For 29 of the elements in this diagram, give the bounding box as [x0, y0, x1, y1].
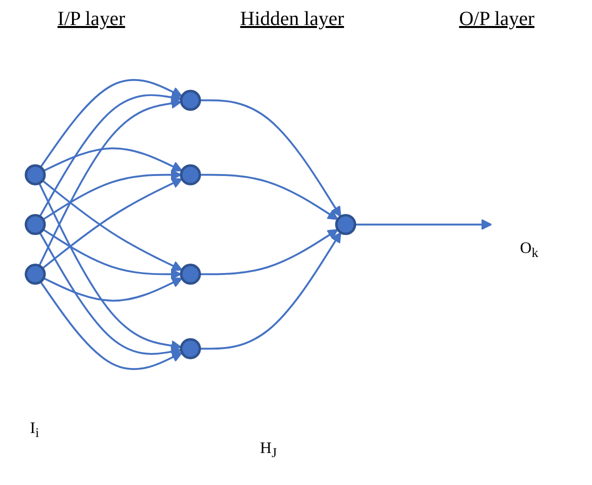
layer-title: I/P layer	[58, 8, 126, 31]
arrow	[354, 220, 492, 230]
node-circle	[24, 214, 46, 236]
arrow	[200, 100, 342, 218]
node-circle	[180, 338, 202, 360]
symbol-label: H$_{J}$	[260, 440, 277, 462]
arrow	[40, 282, 183, 370]
symbol-label: I$_{i}$	[30, 420, 40, 442]
arrow	[39, 92, 182, 218]
arrow	[40, 80, 183, 168]
arrow	[43, 148, 183, 172]
arrow	[38, 98, 182, 267]
node-circle	[180, 164, 202, 186]
arrow	[39, 232, 182, 358]
layer-title: O/P layer	[459, 8, 534, 31]
arrow	[38, 183, 182, 352]
arrow	[42, 170, 182, 221]
arrow	[200, 230, 338, 276]
layer-title: Hidden layer	[240, 8, 344, 31]
symbol-label: O$_{k}$	[520, 240, 538, 262]
arrow	[200, 174, 338, 220]
arrow	[200, 232, 342, 350]
arrow	[42, 229, 182, 280]
node-circle	[24, 164, 46, 186]
node-circle	[180, 90, 202, 112]
node-circle	[180, 264, 202, 286]
node-circle	[24, 264, 46, 286]
node-circle	[335, 214, 356, 236]
arrow	[43, 278, 183, 302]
